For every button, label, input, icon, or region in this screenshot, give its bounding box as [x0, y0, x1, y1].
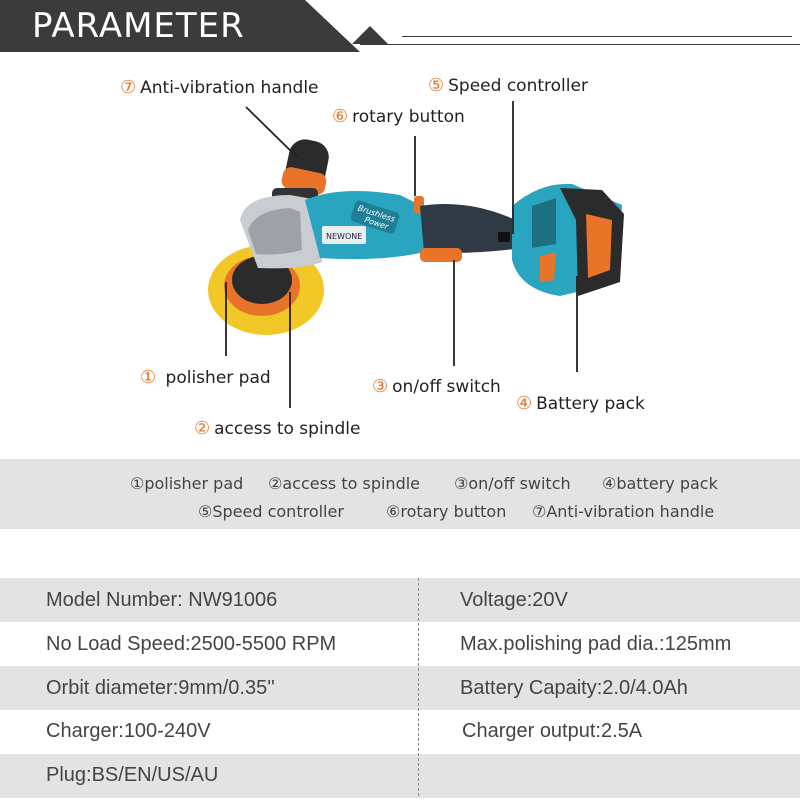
- speed-controller-shape: [498, 232, 510, 242]
- spec-charger-output: Charger output:2.5A: [462, 720, 643, 742]
- brand-logo: NEWONE: [326, 232, 362, 241]
- callout-label: on/off switch: [392, 377, 501, 397]
- callout-number: ④: [516, 393, 533, 414]
- legend-item: ④battery pack: [602, 474, 718, 493]
- spec-battery-capacity: Battery Capaity:2.0/4.0Ah: [460, 677, 688, 699]
- legend-item: ⑥rotary button: [386, 502, 507, 521]
- callout-number: ③: [372, 376, 389, 397]
- legend-item: ①polisher pad: [130, 474, 244, 493]
- callout-number: ①: [140, 367, 157, 388]
- callout-label: Speed controller: [448, 76, 588, 96]
- spec-no-load-speed: No Load Speed:2500-5500 RPM: [46, 633, 337, 655]
- spec-pad-diameter: Max.polishing pad dia.:125mm: [460, 633, 732, 655]
- spec-orbit-diameter: Orbit diameter:9mm/0.35'': [46, 677, 275, 699]
- callout-number: ⑤: [428, 75, 445, 96]
- callout-label: access to spindle: [214, 419, 361, 439]
- anti-vibration-handle-shape: [272, 139, 329, 202]
- spec-row: [0, 754, 800, 798]
- spec-voltage: Voltage:20V: [460, 589, 568, 611]
- callout-number: ②: [194, 418, 211, 439]
- spec-row: [0, 578, 800, 622]
- polisher-tool-illustration: NEWONE Brushless Power: [208, 101, 624, 408]
- header-rule: [360, 44, 800, 45]
- page-title: PARAMETER: [32, 6, 245, 46]
- callout-label: Anti-vibration handle: [140, 78, 319, 98]
- callout-polisher-pad: ① polisher pad: [140, 367, 271, 388]
- callout-number: ⑦: [120, 77, 137, 98]
- spec-charger: Charger:100-240V: [46, 720, 211, 742]
- header-triangle-decoration: [352, 26, 388, 44]
- legend-item: ⑤Speed controller: [198, 502, 344, 521]
- legend-item: ③on/off switch: [454, 474, 571, 493]
- spec-model-number: Model Number: NW91006: [46, 589, 278, 611]
- callout-label: polisher pad: [165, 368, 271, 388]
- legend-item: ②access to spindle: [268, 474, 421, 493]
- spec-plug: Plug:BS/EN/US/AU: [46, 764, 219, 786]
- spec-row: [0, 666, 800, 710]
- callout-label: Battery pack: [536, 394, 645, 414]
- column-divider: [418, 578, 419, 796]
- legend-band: [0, 459, 800, 529]
- callout-label: rotary button: [352, 107, 465, 127]
- header-rule-upper: [402, 36, 792, 37]
- header-banner: [0, 0, 360, 52]
- switch-shape: [420, 248, 462, 262]
- legend-item: ⑦Anti-vibration handle: [532, 502, 715, 521]
- grip-shape: [420, 204, 522, 253]
- leader-handle: [245, 106, 299, 159]
- callout-number: ⑥: [332, 106, 349, 127]
